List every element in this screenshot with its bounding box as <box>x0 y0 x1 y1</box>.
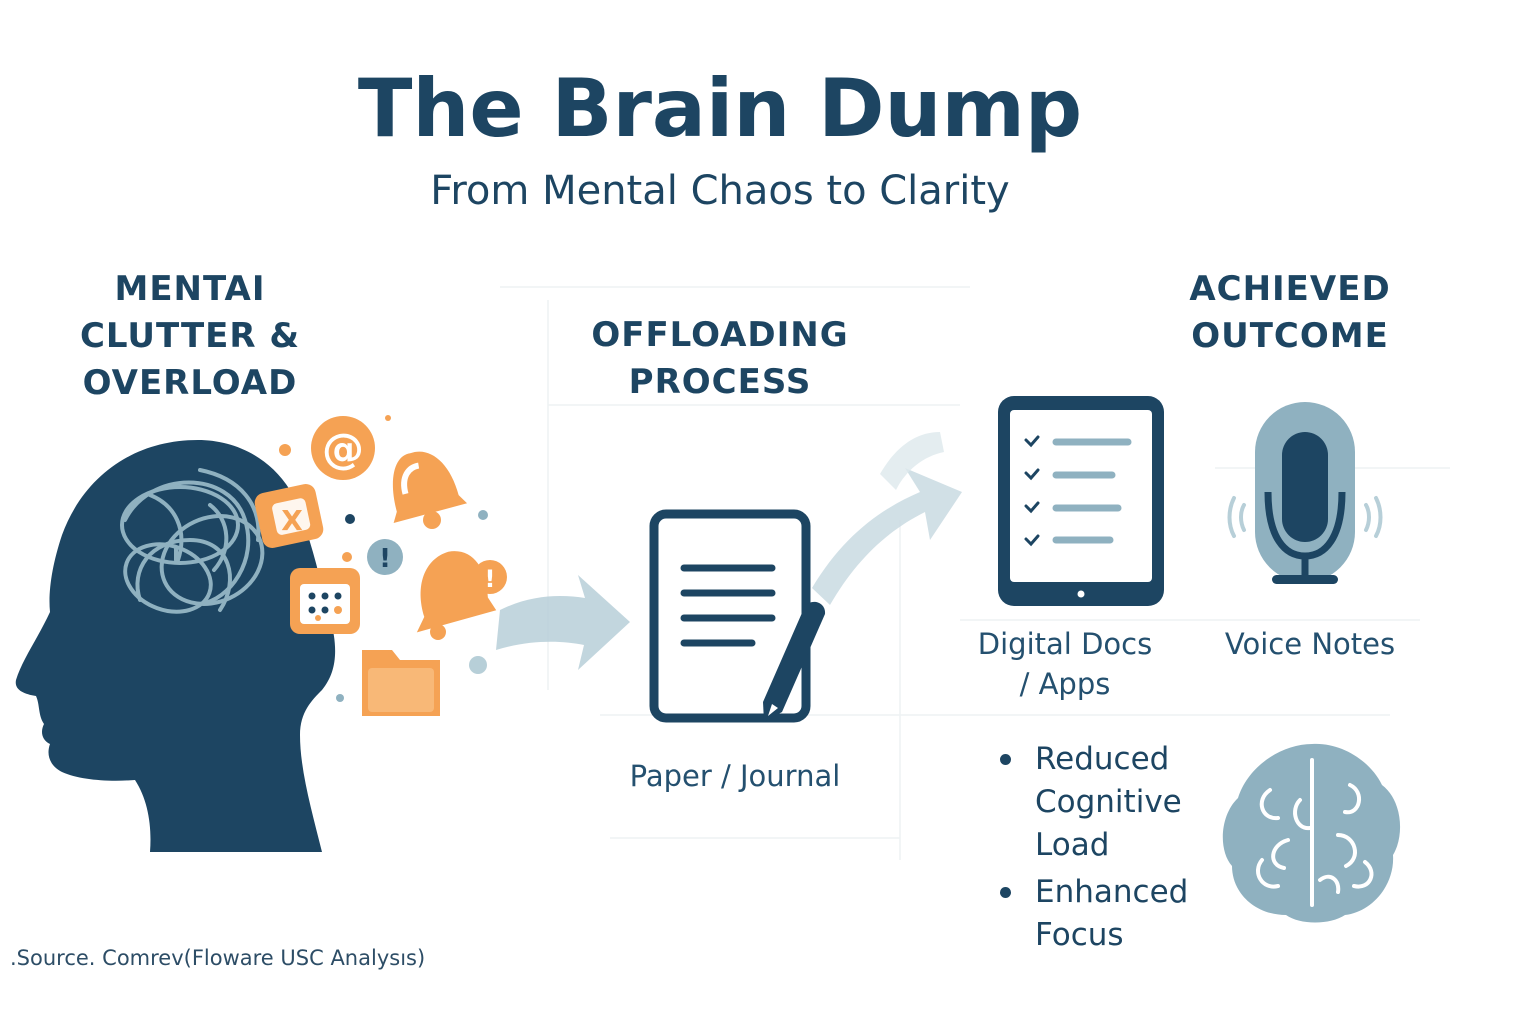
heading-mental-clutter: MENTAI CLUTTER & OVERLOAD <box>40 266 340 407</box>
label-paper-journal: Paper / Journal <box>629 759 841 793</box>
outcome-line: Load <box>1035 827 1110 863</box>
calendar-icon <box>290 568 360 634</box>
bell-alert-mark: ! <box>485 565 496 593</box>
heading-line: MENTAI <box>114 269 266 309</box>
bell-icon <box>392 451 468 529</box>
cancel-calendar-icon: X <box>254 484 324 548</box>
source-note: .Source. Comrev(Floware USC Analysıs) <box>10 946 426 970</box>
tablet-checklist-icon <box>998 396 1164 606</box>
microphone-icon <box>1227 402 1383 584</box>
outcome-line: Focus <box>1035 917 1124 953</box>
label-voice-notes: Voice Notes <box>1224 627 1396 661</box>
heading-line: CLUTTER & <box>79 316 301 356</box>
notification-bell-icon: ! <box>416 551 507 640</box>
email-at-icon: @ <box>311 416 375 480</box>
head-silhouette-icon <box>15 440 336 852</box>
label-line: Digital Docs <box>977 627 1153 661</box>
folder-icon <box>362 650 440 716</box>
outcome-line: Reduced <box>1035 741 1170 777</box>
at-symbol: @ <box>322 424 364 473</box>
list-item: Enhanced Focus <box>995 871 1225 957</box>
cancel-mark: X <box>281 504 303 537</box>
page-title: The Brain Dump <box>357 62 1083 155</box>
bullet-icon <box>1000 754 1011 765</box>
calm-brain-icon <box>1222 743 1401 923</box>
tangled-brain-icon <box>120 468 265 614</box>
label-line: / Apps <box>1019 667 1111 701</box>
heading-line: OUTCOME <box>1191 316 1389 356</box>
list-item: Reduced Cognitive Load <box>995 738 1225 867</box>
alert-icon: ! <box>367 539 403 575</box>
arrow-icon <box>812 432 962 605</box>
heading-line: OFFLOADING <box>591 315 849 355</box>
heading-achieved-outcome: ACHIEVED OUTCOME <box>1140 266 1440 360</box>
heading-offloading-process: OFFLOADING PROCESS <box>560 312 880 406</box>
pen-icon <box>763 601 826 722</box>
page-subtitle: From Mental Chaos to Clarity <box>430 168 1010 214</box>
label-digital-docs: Digital Docs / Apps <box>950 624 1180 704</box>
outcome-line: Enhanced <box>1035 874 1189 910</box>
scatter-dots <box>279 415 488 702</box>
arrow-icon <box>496 575 630 670</box>
bullet-icon <box>1000 887 1011 898</box>
outcome-list: Reduced Cognitive Load Enhanced Focus <box>995 738 1225 961</box>
heading-line: ACHIEVED <box>1189 269 1391 309</box>
alert-mark: ! <box>379 544 391 574</box>
heading-line: OVERLOAD <box>82 363 298 403</box>
outcome-line: Cognitive <box>1035 784 1182 820</box>
heading-line: PROCESS <box>628 362 812 402</box>
